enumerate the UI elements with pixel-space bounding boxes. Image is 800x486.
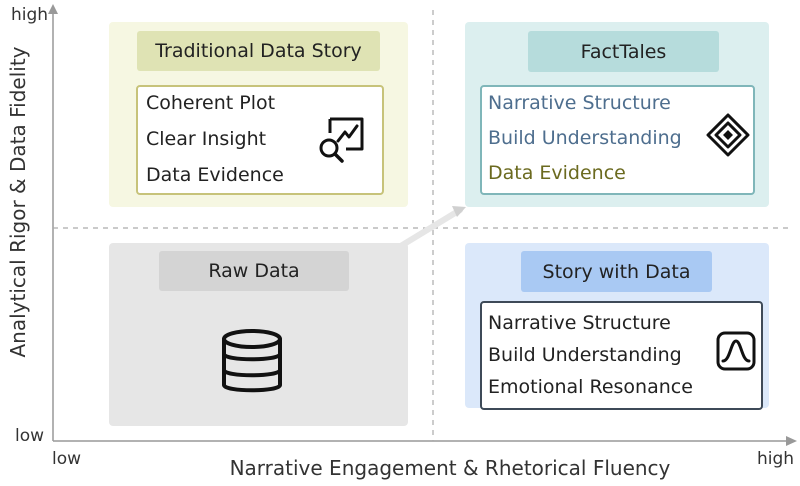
x-high-label: high <box>757 449 795 469</box>
quadrant-title-raw: Raw Data <box>159 251 349 291</box>
x-axis-arrow <box>786 436 797 446</box>
list-item: Clear Insight <box>146 128 267 150</box>
bell-curve-icon <box>716 331 756 371</box>
nested-diamond-icon <box>706 113 750 157</box>
card-story: Narrative Structure Build Understanding … <box>480 301 763 410</box>
card-facttales: Narrative Structure Build Understanding … <box>480 85 755 195</box>
quadrant-title-story: Story with Data <box>521 251 712 292</box>
y-low-label: low <box>15 426 45 446</box>
card-traditional: Coherent Plot Clear Insight Data Evidenc… <box>136 85 384 195</box>
list-item: Build Understanding <box>488 344 682 366</box>
x-low-label: low <box>52 449 82 469</box>
quadrant-story: Story with Data Narrative Structure Buil… <box>465 243 769 410</box>
database-icon <box>222 329 282 393</box>
list-item: Data Evidence <box>488 162 626 184</box>
quadrant-title-traditional: Traditional Data Story <box>137 31 380 71</box>
quadrant-traditional: Traditional Data Story Coherent Plot Cle… <box>109 22 408 207</box>
chart-search-icon <box>319 117 364 163</box>
list-item: Coherent Plot <box>146 92 276 114</box>
list-item: Data Evidence <box>146 164 284 186</box>
quadrant-facttales: FactTales Narrative Structure Build Unde… <box>465 22 769 207</box>
list-item: Narrative Structure <box>488 312 671 334</box>
y-axis-arrow <box>48 4 58 14</box>
x-axis-title: Narrative Engagement & Rhetorical Fluenc… <box>229 456 671 480</box>
y-high-label: high <box>11 5 49 25</box>
quadrant-title-facttales: FactTales <box>528 31 719 72</box>
list-item: Narrative Structure <box>488 92 671 114</box>
list-item: Build Understanding <box>488 127 682 149</box>
list-item: Emotional Resonance <box>488 376 693 398</box>
quadrant-raw: Raw Data <box>109 243 408 426</box>
